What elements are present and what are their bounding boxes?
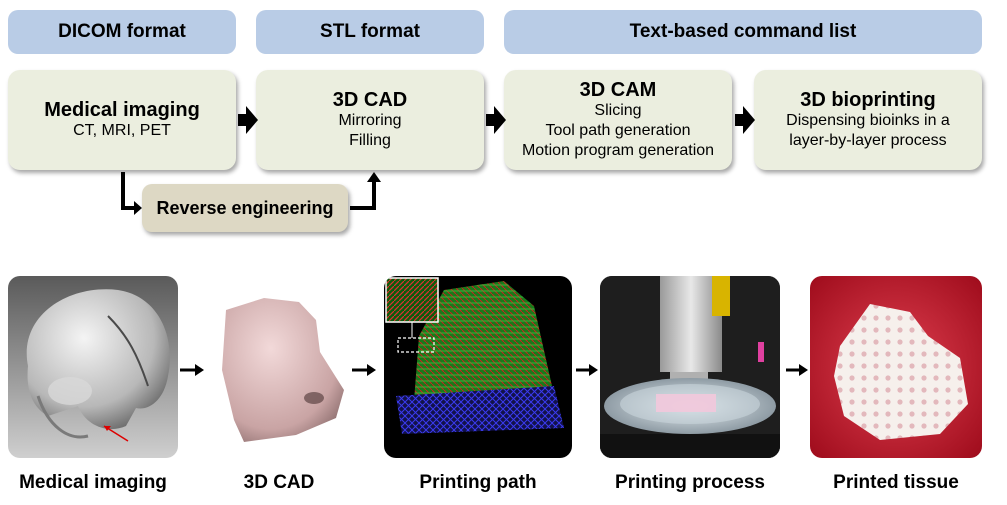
reverse-engineering-box: Reverse engineering [142, 184, 348, 232]
printed-tissue-image [810, 276, 982, 458]
bioprinting-line-2: layer-by-layer process [789, 132, 947, 149]
medical-imaging-title: Medical imaging [44, 99, 200, 121]
stl-format-label: STL format [320, 21, 420, 42]
cad-box: 3D CAD Mirroring Filling [256, 70, 484, 170]
command-list-label: Text-based command list [629, 21, 857, 42]
cad-line-1: Mirroring [338, 112, 402, 129]
cam-box: 3D CAM Slicing Tool path generation Moti… [504, 70, 732, 170]
elbow-reverse-to-cad [350, 180, 376, 210]
elbow-imaging-to-reverse [121, 172, 136, 210]
cad-line-2: Filling [349, 132, 391, 149]
medical-imaging-box: Medical imaging CT, MRI, PET [8, 70, 236, 170]
cad-title: 3D CAD [332, 89, 408, 111]
bioprinting-box: 3D bioprinting Dispensing bioinks in a l… [754, 70, 982, 170]
medical-imaging-image [8, 276, 178, 458]
command-list-header: Text-based command list [504, 10, 982, 54]
arrow-cad-to-cam [486, 106, 506, 134]
cad-mesh-icon [222, 298, 344, 442]
bioprinter-icon [600, 276, 780, 458]
caption-medical-imaging: Medical imaging [19, 472, 167, 493]
cam-line-2: Tool path generation [545, 122, 691, 139]
cam-line-1: Slicing [594, 102, 642, 119]
cam-line-3: Motion program generation [521, 142, 715, 159]
arrow-cam-to-bioprint [735, 106, 755, 134]
bottom-arrows [180, 364, 808, 376]
caption-3d-cad: 3D CAD [243, 472, 315, 493]
arrow-imaging-to-cad [238, 106, 258, 134]
printing-process-image [600, 276, 780, 458]
caption-printing-path: Printing path [419, 472, 537, 493]
printing-path-image [384, 276, 572, 458]
bioprinting-title: 3D bioprinting [800, 89, 936, 111]
cam-title: 3D CAM [579, 79, 657, 101]
tool-path-icon [385, 277, 564, 434]
stl-format-header: STL format [256, 10, 484, 54]
tissue-scaffold-icon [810, 276, 982, 458]
dicom-format-header: DICOM format [8, 10, 236, 54]
reverse-engineering-label: Reverse engineering [156, 197, 334, 218]
medical-imaging-line-1: CT, MRI, PET [73, 122, 171, 139]
caption-printed-tissue: Printed tissue [833, 472, 959, 493]
bioprinting-line-1: Dispensing bioinks in a [786, 112, 950, 129]
skull-scan-icon [8, 276, 178, 458]
caption-printing-process: Printing process [615, 472, 765, 493]
cad-model-image [204, 280, 354, 450]
dicom-format-label: DICOM format [58, 21, 186, 42]
